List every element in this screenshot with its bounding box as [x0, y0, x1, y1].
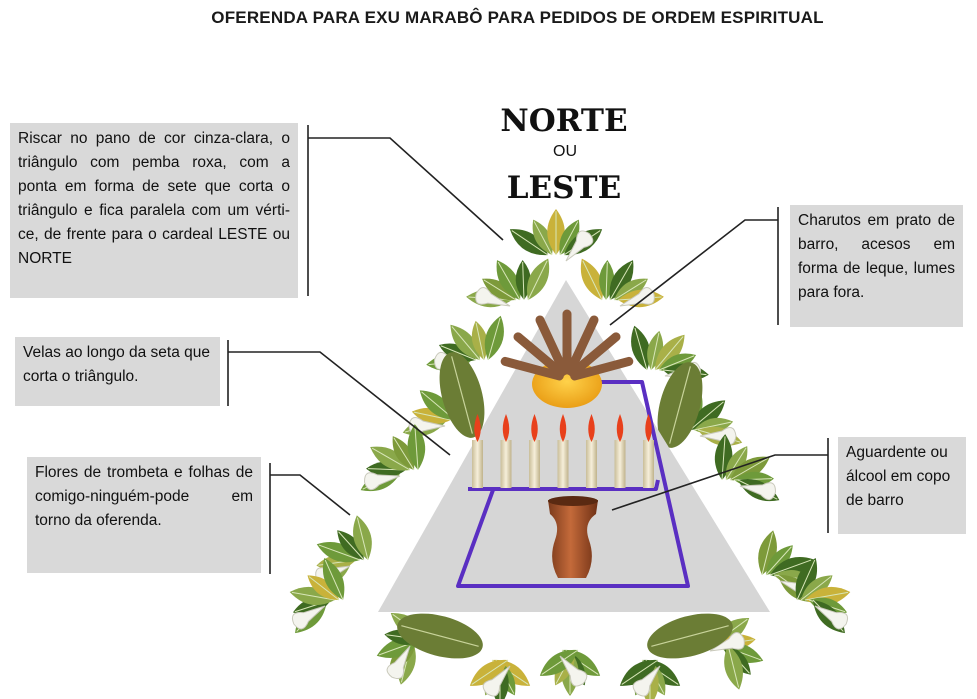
direction-north-label: NORTE [500, 103, 628, 139]
leaf [438, 343, 477, 362]
candle-flame [474, 414, 481, 442]
leaf [729, 456, 770, 481]
leaf [370, 446, 411, 471]
leaf [450, 324, 481, 361]
leaf [609, 260, 634, 301]
leaf [482, 278, 517, 301]
comigo-ninguem-pode-leaf [397, 613, 483, 659]
leaf [800, 575, 833, 601]
candle [500, 414, 512, 488]
cigar-fan [500, 309, 634, 381]
direction-or-label: OU [553, 143, 577, 160]
leaf [619, 659, 659, 686]
leaf [407, 424, 426, 471]
candle [614, 414, 626, 488]
leaf [580, 258, 603, 301]
cigar [568, 332, 621, 378]
leaf [658, 353, 697, 372]
leaf [758, 530, 777, 576]
cloth-triangle [378, 280, 770, 612]
leaf [527, 258, 550, 301]
leaf [496, 260, 521, 301]
leaf [689, 400, 726, 431]
trumpet-flower [482, 665, 511, 697]
candle-flame [559, 414, 567, 442]
pemba-triangle [456, 380, 690, 588]
leaf [795, 557, 818, 601]
cigar [513, 332, 566, 378]
leader-flores-arrow [270, 474, 351, 516]
candle [586, 414, 597, 488]
note-cigars: Charutos em prato de barro, acesos em fo… [790, 205, 963, 327]
candle-flame [616, 414, 624, 442]
leaf [654, 334, 685, 371]
candle [557, 414, 569, 488]
leaf [392, 436, 415, 471]
comigo-ninguem-pode-leaf [647, 613, 733, 659]
leader-riscar-arrow [308, 137, 504, 241]
candle [643, 414, 654, 488]
pemba-arrow [468, 479, 660, 491]
leaf [471, 320, 488, 361]
candle-flame [502, 414, 510, 442]
note-riscar-instructions: Riscar no pano de cor cinza-clara, o tri… [10, 123, 298, 298]
leaf [559, 219, 580, 256]
comigo-ninguem-pode-leaf [657, 362, 703, 448]
leaf [337, 530, 365, 561]
candle-row [472, 414, 654, 488]
trumpet-flower [632, 665, 661, 697]
cigar [570, 356, 634, 381]
trumpet-flower [709, 631, 745, 652]
trumpet-flower [739, 482, 776, 501]
clay-cup [548, 496, 598, 578]
leaf [613, 278, 648, 301]
note-candles: Velas ao longo da seta que corta o triân… [15, 337, 220, 406]
candle-flame [588, 414, 595, 442]
leaf [353, 515, 372, 561]
leaf [316, 542, 361, 563]
trumpet-flower [565, 230, 594, 262]
candle-flame [531, 414, 538, 442]
cigar [535, 315, 569, 376]
trumpet-flower [475, 286, 511, 307]
cigar-plate [500, 309, 634, 408]
leaf [509, 229, 549, 256]
trumpet-flower [559, 655, 588, 687]
leaf [484, 315, 504, 361]
cigar [565, 315, 599, 376]
trumpet-flower [364, 472, 401, 491]
foliage-group [289, 209, 851, 699]
leaf [539, 649, 579, 676]
leader-aguardente-arrow [611, 454, 828, 511]
leader-lines [227, 125, 829, 574]
leaf [469, 659, 509, 686]
leader-charutos-arrow [609, 219, 778, 326]
leaf [724, 644, 743, 690]
direction-east-label: LESTE [506, 170, 622, 206]
candle [529, 414, 540, 488]
leaf [322, 557, 345, 601]
leaf [631, 325, 651, 371]
leaf [307, 575, 340, 601]
trumpet-flower [619, 286, 655, 307]
comigo-ninguem-pode-leaf [439, 352, 485, 438]
leader-velas-arrow [228, 351, 451, 456]
candle [472, 414, 483, 488]
cigar [500, 356, 564, 381]
note-flowers: Flores de trombeta e folhas de comigo-ni… [27, 457, 261, 573]
leaf [532, 219, 553, 256]
page-title: OFERENDA PARA EXU MARABÔ PARA PEDIDOS DE… [211, 8, 824, 27]
leaf [725, 446, 748, 481]
trumpet-flower [814, 605, 849, 630]
leaf [765, 545, 793, 576]
trumpet-flower [386, 645, 411, 680]
note-liquor: Aguardente ou álcool em copo de barro [838, 437, 966, 534]
candle-flame [645, 414, 652, 442]
trumpet-flower [291, 605, 326, 630]
